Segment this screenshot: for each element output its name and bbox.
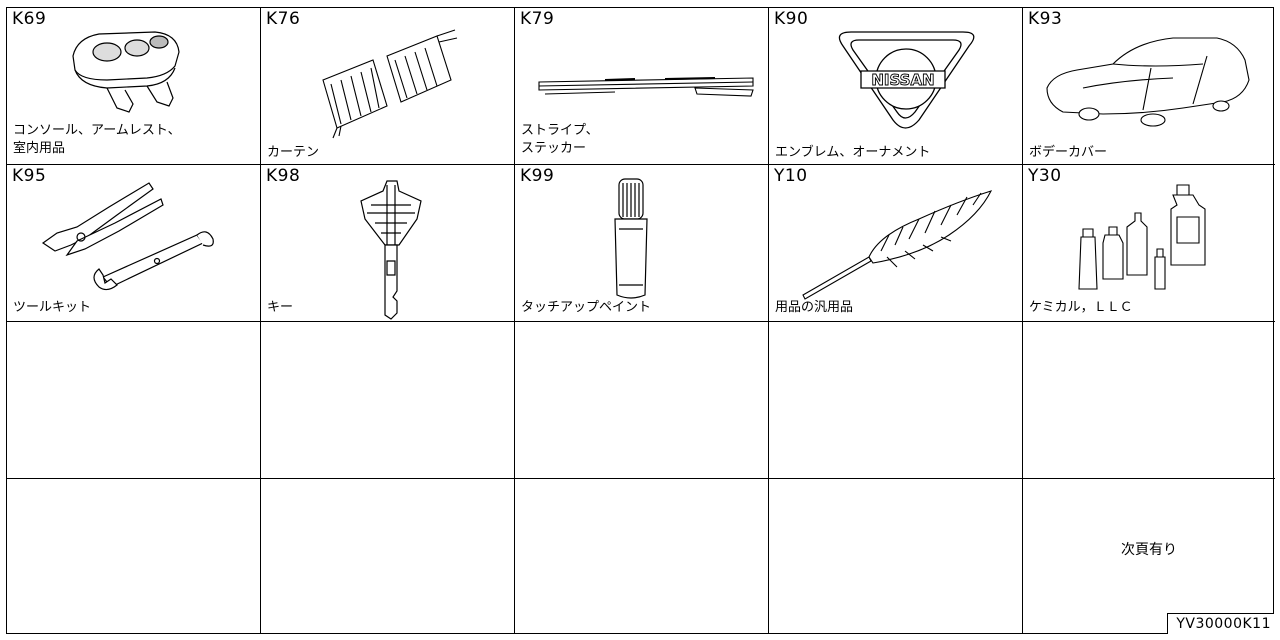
category-label: カーテン xyxy=(267,145,320,160)
emblem-text: NISSAN xyxy=(871,71,934,89)
touch-up-paint-bottle-icon xyxy=(515,165,769,321)
category-code: K99 xyxy=(520,166,555,186)
catalog-cell-k95[interactable]: K95 ツールキット xyxy=(7,165,261,322)
category-code: Y30 xyxy=(1028,166,1062,186)
catalog-cell-y10[interactable]: Y10 用品の汎用品 xyxy=(769,165,1023,322)
category-label: ツールキット xyxy=(13,300,92,315)
catalog-cell-k90[interactable]: K90 NISSAN エンブレム、オーナメント xyxy=(769,8,1023,165)
feather-duster-icon xyxy=(769,165,1023,321)
catalog-cell-k79[interactable]: K79 ストライプ、 ステッカー xyxy=(515,8,769,165)
empty-cell xyxy=(769,322,1023,479)
category-label: ケミカル，ＬＬＣ xyxy=(1029,300,1133,315)
category-label: コンソール、アームレスト、 室内用品 xyxy=(13,123,181,156)
empty-cell xyxy=(1023,322,1275,479)
category-code: K76 xyxy=(266,9,301,29)
category-code: K93 xyxy=(1028,9,1063,29)
chemical-bottles-icon xyxy=(1023,165,1275,321)
pliers-wrench-icon xyxy=(7,165,261,321)
empty-cell xyxy=(261,479,515,633)
category-label: タッチアップペイント xyxy=(521,300,652,315)
empty-cell xyxy=(261,322,515,479)
next-page-note: 次頁有り xyxy=(1121,542,1177,558)
category-code: K98 xyxy=(266,166,301,186)
category-label: 用品の汎用品 xyxy=(775,300,854,315)
parts-catalog-grid: K69 コンソール、アームレスト、 室内用品 K76 カーテン K79 xyxy=(6,7,1275,634)
catalog-cell-k98[interactable]: K98 キー xyxy=(261,165,515,322)
diagram-reference-number: YV30000K11 xyxy=(1167,613,1274,634)
key-icon xyxy=(261,165,515,321)
category-label: エンブレム、オーナメント xyxy=(775,145,931,160)
car-body-cover-icon xyxy=(1023,8,1275,164)
category-code: K95 xyxy=(12,166,47,186)
empty-cell xyxy=(7,322,261,479)
category-code: K79 xyxy=(520,9,555,29)
console-armrest-icon xyxy=(7,8,261,164)
catalog-cell-k93[interactable]: K93 ボデーカバー xyxy=(1023,8,1275,165)
category-code: K69 xyxy=(12,9,47,29)
category-code: Y10 xyxy=(774,166,808,186)
nissan-emblem-icon: NISSAN xyxy=(769,8,1023,164)
catalog-cell-y30[interactable]: Y30 ケミカル，ＬＬＣ xyxy=(1023,165,1275,322)
catalog-cell-k99[interactable]: K99 タッチアップペイント xyxy=(515,165,769,322)
empty-cell xyxy=(769,479,1023,633)
category-label: ストライプ、 ステッカー xyxy=(521,123,599,156)
empty-cell xyxy=(515,322,769,479)
empty-cell xyxy=(7,479,261,633)
stripe-sticker-icon xyxy=(515,8,769,164)
category-code: K90 xyxy=(774,9,809,29)
catalog-cell-k69[interactable]: K69 コンソール、アームレスト、 室内用品 xyxy=(7,8,261,165)
catalog-cell-k76[interactable]: K76 カーテン xyxy=(261,8,515,165)
curtain-icon xyxy=(261,8,515,164)
next-page-cell: 次頁有り xyxy=(1023,479,1275,633)
empty-cell xyxy=(515,479,769,633)
category-label: ボデーカバー xyxy=(1029,145,1108,160)
category-label: キー xyxy=(267,300,294,315)
